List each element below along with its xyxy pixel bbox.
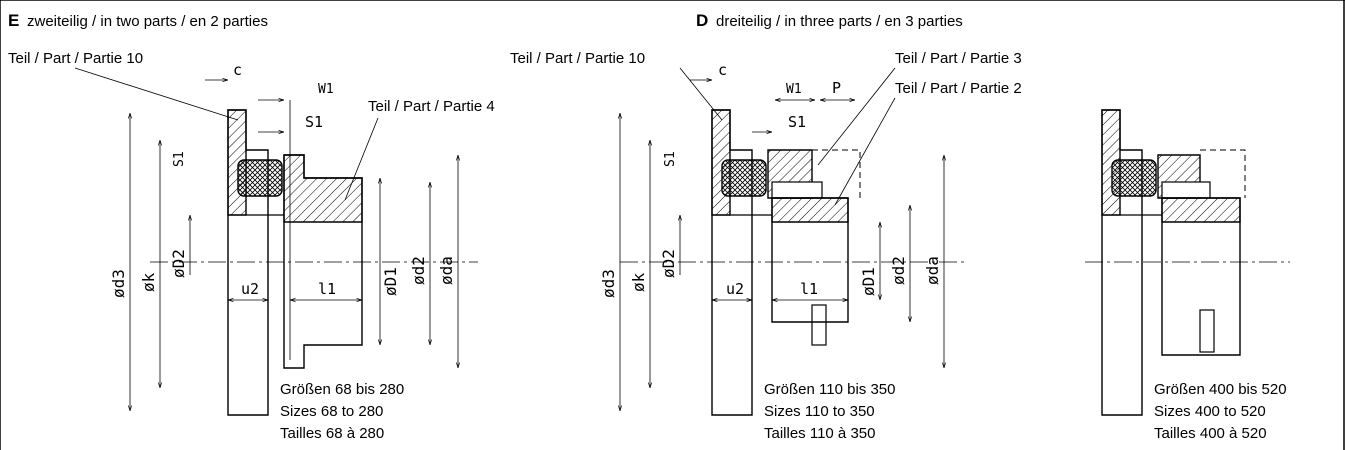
section-e-dim-w1-label: W1 xyxy=(318,82,334,97)
section-e-title: zweiteilig / in two parts / en 2 parties xyxy=(27,13,268,30)
section-e-dim-s1-vertical-label: S1 xyxy=(172,151,187,167)
section-d-dim-p-label: P xyxy=(832,79,841,97)
section-d-part10-label: Teil / Part / Partie 10 xyxy=(510,50,645,67)
section-e-sizes-en: Sizes 68 to 280 xyxy=(280,403,383,420)
section-e-dim-d2-label: ød2 xyxy=(409,256,428,285)
section-large-screw xyxy=(1161,181,1211,199)
section-d-dim-l1-label: l1 xyxy=(800,280,818,298)
section-e-hub xyxy=(283,154,363,369)
section-large-sizes-fr: Tailles 400 à 520 xyxy=(1154,425,1267,442)
section-e-part4-label: Teil / Part / Partie 4 xyxy=(368,98,495,115)
section-d-dim-s1-vertical-label: S1 xyxy=(663,151,678,167)
section-d-dim-w1-label: W1 xyxy=(786,82,802,97)
section-d-title: dreiteilig / in three parts / en 3 parti… xyxy=(716,13,963,30)
section-d-screw-lower xyxy=(811,304,827,346)
section-d-part3-label: Teil / Part / Partie 3 xyxy=(895,50,1022,67)
section-e-sizes-fr: Tailles 68 à 280 xyxy=(280,425,384,442)
section-d-leader-part3 xyxy=(817,67,896,166)
section-large-screw-lower xyxy=(1199,309,1215,353)
section-d-part2-label: Teil / Part / Partie 2 xyxy=(895,80,1022,97)
section-e-dim-D1-label: øD1 xyxy=(381,267,400,296)
section-e-elastic-element xyxy=(237,159,283,197)
section-e-hub-hatch xyxy=(283,154,363,223)
section-e-dim-s1-label: S1 xyxy=(305,113,323,131)
section-e-leader-part10 xyxy=(74,67,239,121)
section-e-dim-k-label: øk xyxy=(139,272,158,292)
section-d-dim-D1-label: øD1 xyxy=(859,267,878,296)
section-large-sizes-en: Sizes 400 to 520 xyxy=(1154,403,1266,420)
section-e-leader-part4 xyxy=(344,117,379,201)
section-large: Größen 400 bis 520 Sizes 400 to 520 Tail… xyxy=(1085,109,1290,442)
section-d-sizes-fr: Tailles 110 à 350 xyxy=(764,425,875,442)
section-d-elastic-element xyxy=(721,159,767,197)
section-large-part2 xyxy=(1161,197,1241,223)
section-large-elastic-element xyxy=(1111,159,1157,197)
section-e-dim-da-label: øda xyxy=(437,256,456,285)
section-d-sizes-en: Sizes 110 to 350 xyxy=(764,403,875,420)
section-d-dim-k-label: øk xyxy=(629,272,648,292)
section-large-hidden-part xyxy=(1200,149,1246,198)
section-large-sizes-de: Größen 400 bis 520 xyxy=(1154,381,1287,398)
section-d-leader-part10 xyxy=(679,67,723,121)
section-d-hidden-part xyxy=(812,149,861,198)
section-e-sizes-de: Größen 68 bis 280 xyxy=(280,381,404,398)
section-d-screw xyxy=(771,181,823,199)
section-d-hub xyxy=(771,197,849,323)
section-e-dim-D2-label: øD2 xyxy=(169,249,188,278)
section-large-hub xyxy=(1161,197,1241,356)
section-d-dim-da-label: øda xyxy=(923,256,942,285)
section-d: D dreiteilig / in three parts / en 3 par… xyxy=(510,11,1022,442)
section-d-leader-part2 xyxy=(834,97,896,206)
section-d-dim-D2-label: øD2 xyxy=(659,249,678,278)
section-d-dim-s1-label: S1 xyxy=(788,113,806,131)
section-e-dim-l1-label: l1 xyxy=(318,280,336,298)
section-e-part10-label: Teil / Part / Partie 10 xyxy=(8,50,143,67)
section-d-letter: D xyxy=(696,11,708,30)
section-e-dim-c-label: c xyxy=(233,61,242,79)
section-e: E zweiteilig / in two parts / en 2 parti… xyxy=(8,11,495,442)
section-d-dim-d3-label: ød3 xyxy=(599,269,618,298)
section-d-dim-c-label: c xyxy=(718,61,727,79)
section-d-dim-d2-label: ød2 xyxy=(889,256,908,285)
section-d-dim-u2-label: u2 xyxy=(726,280,744,298)
section-e-letter: E xyxy=(8,11,19,30)
section-e-dim-d3-label: ød3 xyxy=(109,269,128,298)
section-d-sizes-de: Größen 110 bis 350 xyxy=(764,381,895,398)
section-e-dim-u2-label: u2 xyxy=(241,280,259,298)
